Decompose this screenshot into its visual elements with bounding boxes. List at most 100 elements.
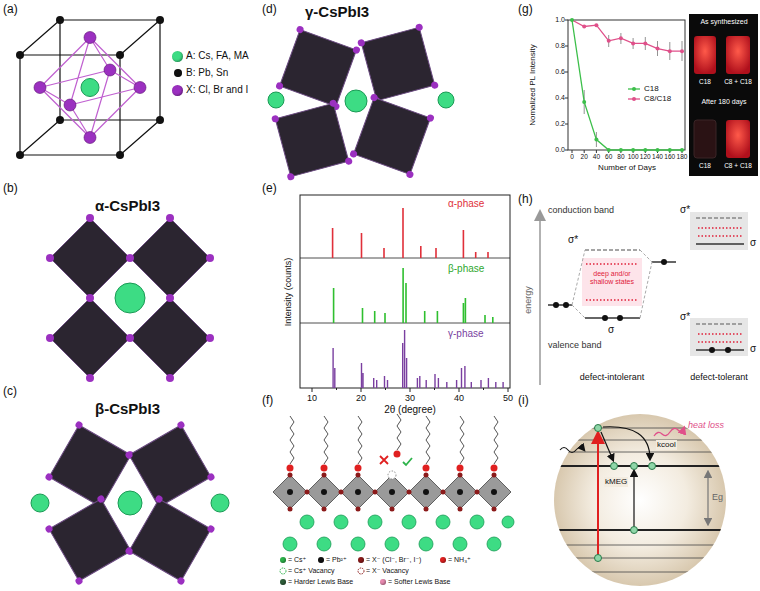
art-circle [271, 115, 280, 124]
art-circle [124, 450, 134, 460]
legend-swatch [440, 557, 446, 563]
text-label: 0.0 [555, 146, 565, 154]
legend-text: B: Pb, Sn [186, 67, 228, 79]
surface-illustration [273, 414, 514, 574]
art-circle [275, 81, 284, 90]
art-g [553, 259, 667, 321]
art-circle [502, 516, 514, 528]
art-circle [656, 47, 660, 51]
art-g [16, 16, 164, 159]
text-label: (h) [518, 192, 533, 206]
art-circle [166, 374, 174, 382]
legend-swatch [280, 557, 286, 563]
art-circle [351, 537, 365, 551]
art-circle [96, 494, 106, 504]
art-circle [680, 148, 684, 152]
art-rect [275, 103, 348, 176]
art-path [290, 416, 294, 464]
art-circle [355, 465, 362, 472]
art-circle [176, 576, 186, 586]
text-label: (e) [262, 181, 277, 195]
beta-structure [31, 420, 229, 586]
art-circle [709, 347, 715, 353]
art-circle [725, 347, 731, 353]
art-circle [436, 515, 450, 529]
art-circle [419, 537, 433, 551]
text-label: defect-tolerant [690, 372, 748, 383]
art-rect [690, 212, 748, 250]
art-circle [602, 315, 608, 321]
art-rect [568, 20, 685, 150]
legend-text: A: Cs, FA, MA [186, 50, 249, 62]
art-circle [287, 172, 296, 181]
pl-plot [565, 18, 685, 153]
art-circle [126, 334, 134, 342]
legend-text: X: Cl, Br and I [186, 84, 248, 96]
art-path [654, 428, 684, 436]
art-polygon [130, 298, 210, 378]
art-circle [86, 294, 94, 302]
art-circle [74, 576, 84, 586]
art-path [572, 250, 652, 318]
art-circle [619, 36, 623, 40]
art-circle [334, 515, 348, 529]
legend-text: = Softer Lewis Base [388, 578, 450, 586]
art-circle [385, 537, 399, 551]
art-circle [74, 420, 84, 430]
text-label: 0.8 [555, 42, 565, 50]
art-path [334, 268, 493, 323]
art-path [698, 334, 742, 342]
art-rect [49, 499, 131, 581]
art-circle [402, 515, 416, 529]
art-circle [470, 515, 484, 529]
art-circle [357, 39, 366, 48]
art-rect [689, 14, 758, 176]
art-circle [415, 23, 424, 32]
text-label: 10 [307, 393, 317, 404]
art-path [20, 20, 160, 155]
art-circle [368, 515, 382, 529]
art-circle [305, 490, 310, 495]
art-polyline [572, 20, 682, 51]
art-path [707, 472, 708, 524]
art-g [290, 414, 498, 464]
art-path [554, 428, 726, 572]
text-label: (i) [518, 393, 529, 407]
text-label: (d) [262, 2, 277, 16]
legend-text: C8/C18 [644, 94, 671, 104]
art-path [585, 249, 640, 251]
art-circle [554, 414, 726, 586]
art-path [40, 38, 140, 138]
art-circle [643, 41, 647, 45]
art-g [287, 489, 497, 495]
art-path [633, 471, 634, 527]
art-circle [317, 537, 331, 551]
art-circle [668, 148, 672, 152]
meg-illustration [554, 414, 726, 586]
art-g [287, 451, 498, 472]
art-circle [570, 18, 574, 22]
text-label: C8 + C18 [724, 78, 752, 86]
art-polygon [477, 475, 511, 509]
text-label: (c) [3, 384, 17, 398]
text-label: 0.2 [555, 120, 565, 128]
art-circle [166, 294, 174, 302]
art-path [597, 434, 599, 556]
art-circle [86, 374, 94, 382]
art-circle [594, 138, 598, 142]
art-circle [44, 472, 54, 482]
text-label: As synthesized [700, 18, 747, 26]
art-circle [118, 491, 142, 515]
art-circle [116, 51, 124, 59]
art-circle [594, 23, 598, 27]
art-circle [84, 32, 96, 44]
art-rect [129, 499, 211, 581]
art-g [271, 99, 353, 181]
art-path [601, 432, 613, 460]
art-circle [424, 473, 429, 478]
art-g [273, 475, 511, 509]
art-circle [116, 151, 124, 159]
text-label: After 180 days [701, 98, 746, 106]
text-label: kcool [656, 440, 677, 450]
text-label: (f) [262, 393, 273, 407]
